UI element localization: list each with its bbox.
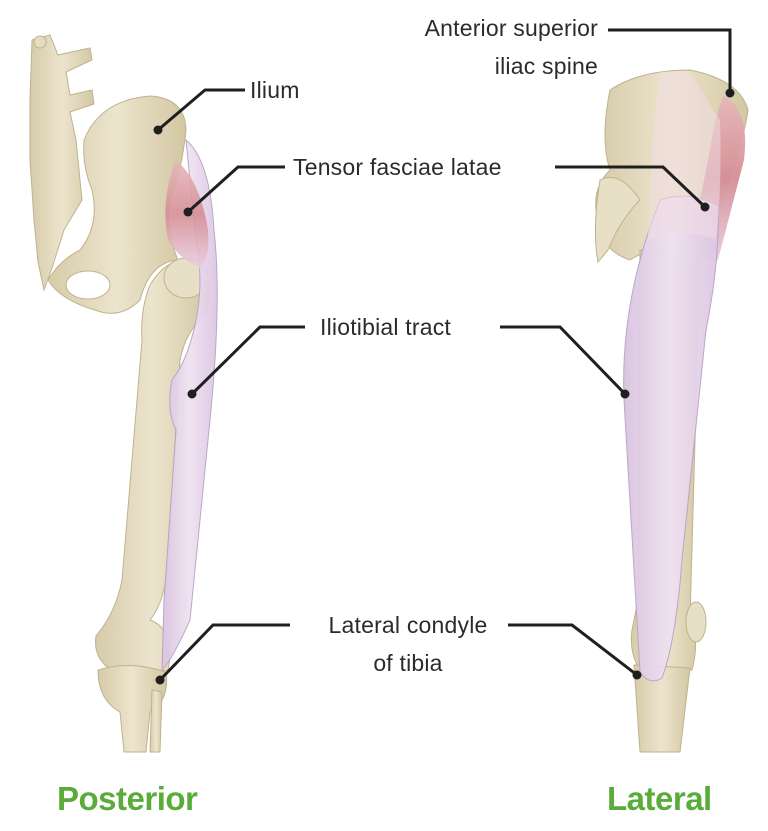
posterior-skeleton [29, 34, 210, 753]
leader-dots [153, 88, 735, 685]
label-iliotibial-tract: Iliotibial tract [320, 314, 452, 340]
itb-lateral [623, 195, 719, 682]
leader-ilium [157, 88, 245, 132]
label-ilium: Ilium [250, 77, 300, 103]
leader-itb-lateral [500, 325, 627, 396]
leader-tfl-posterior [186, 165, 285, 214]
leader-itb-posterior [190, 325, 305, 396]
leader-condyle-lateral [508, 623, 638, 677]
leader-lines [157, 28, 732, 682]
leader-condyle-posterior [158, 623, 290, 682]
leader-asis [608, 28, 732, 93]
sacrum-spine [29, 34, 95, 292]
label-lateral-condyle-of-tibia: Lateral condyle of tibia [328, 612, 488, 676]
fibula-posterior [149, 689, 163, 753]
view-label-lateral: Lateral [607, 780, 712, 817]
itb-posterior [161, 138, 218, 672]
lateral-muscles [623, 72, 746, 682]
tibia-lateral [633, 664, 691, 753]
leader-tfl-lateral [555, 165, 707, 209]
label-tensor-fasciae-latae: Tensor fasciae latae [293, 154, 502, 180]
pelvis [47, 95, 187, 314]
posterior-muscles [161, 138, 218, 672]
sacrum-lateral [594, 177, 641, 264]
label-anterior-superior-iliac-spine: Anterior superior iliac spine [424, 15, 598, 79]
view-label-posterior: Posterior [57, 780, 198, 817]
